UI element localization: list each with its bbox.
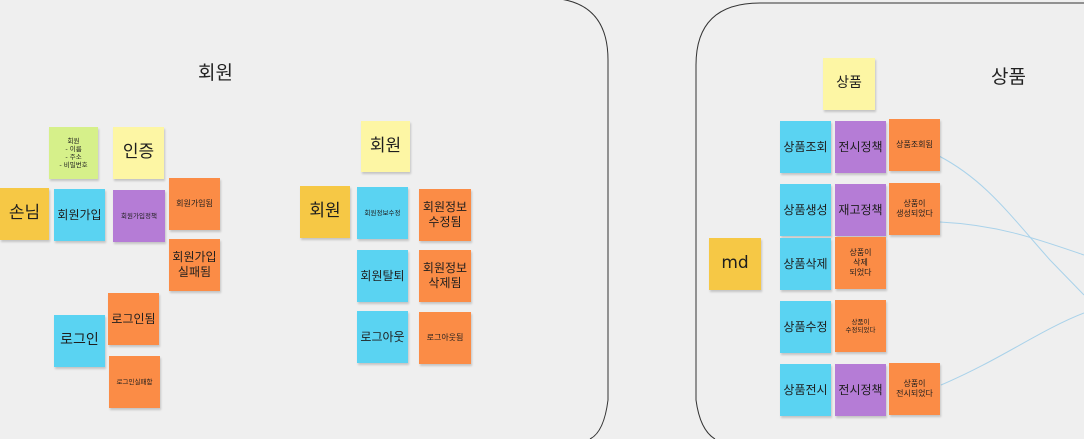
- product-frame-title: 상품: [991, 66, 1026, 88]
- connector-line: [940, 312, 1084, 386]
- command-note-product-edit[interactable]: 상품수정: [780, 301, 831, 353]
- event-note-signup-failed[interactable]: 회원가입 실패됨: [169, 239, 220, 291]
- command-note-product-create[interactable]: 상품생성: [780, 184, 831, 236]
- event-note-product-deleted[interactable]: 상품이 삭제 되었다: [835, 237, 886, 289]
- product-frame-border: [695, 2, 1084, 439]
- aggregate-note-member[interactable]: 회원: [361, 121, 410, 172]
- command-note-product-view[interactable]: 상품조회: [780, 121, 831, 173]
- actor-note-md[interactable]: md: [709, 238, 761, 290]
- command-note-withdraw[interactable]: 회원탈퇴: [357, 250, 408, 302]
- connector-line: [938, 155, 1084, 296]
- policy-note-display-policy[interactable]: 전시정책: [835, 121, 886, 173]
- event-note-info-deleted[interactable]: 회원정보 삭제됨: [419, 250, 471, 302]
- event-note-signed-up[interactable]: 회원가입됨: [169, 178, 220, 230]
- event-note-logged-in[interactable]: 로그인됨: [108, 293, 159, 345]
- command-note-product-delete[interactable]: 상품삭제: [780, 238, 831, 290]
- policy-note-signup-policy[interactable]: 회원가입정책: [113, 190, 165, 242]
- event-note-info-edited[interactable]: 회원정보 수정됨: [419, 189, 471, 241]
- command-note-signup[interactable]: 회원가입: [54, 189, 105, 241]
- event-note-product-created[interactable]: 상품이 생성되었다: [889, 183, 940, 235]
- command-note-logout[interactable]: 로그아웃: [357, 311, 408, 363]
- event-note-product-viewed[interactable]: 상품조회됨: [889, 119, 940, 171]
- policy-note-stock-policy[interactable]: 재고정책: [835, 184, 886, 236]
- aggregate-note-product[interactable]: 상품: [823, 58, 875, 110]
- readmodel-note-member-info[interactable]: 회원 - 이름 - 주소 - 비밀번호: [49, 127, 98, 179]
- command-note-product-display[interactable]: 상품전시: [780, 364, 831, 416]
- command-note-login[interactable]: 로그인: [54, 315, 105, 367]
- connector-line: [939, 221, 1084, 256]
- event-note-login-failed[interactable]: 로그인실패함: [109, 356, 160, 408]
- member-frame-title: 회원: [198, 62, 233, 84]
- event-note-product-displayed[interactable]: 상품이 전시되었다: [889, 363, 940, 415]
- command-note-edit-info[interactable]: 회원정보수정: [357, 187, 408, 239]
- event-note-product-edited[interactable]: 상품이 수정되었다: [835, 300, 886, 352]
- policy-note-display-policy-2[interactable]: 전시정책: [835, 364, 886, 416]
- aggregate-note-auth[interactable]: 인증: [113, 127, 164, 179]
- actor-note-guest[interactable]: 손님: [0, 188, 49, 240]
- event-note-logged-out[interactable]: 로그아웃됨: [419, 312, 471, 364]
- member-frame-border: [562, 0, 609, 439]
- actor-note-member[interactable]: 회원: [300, 186, 350, 238]
